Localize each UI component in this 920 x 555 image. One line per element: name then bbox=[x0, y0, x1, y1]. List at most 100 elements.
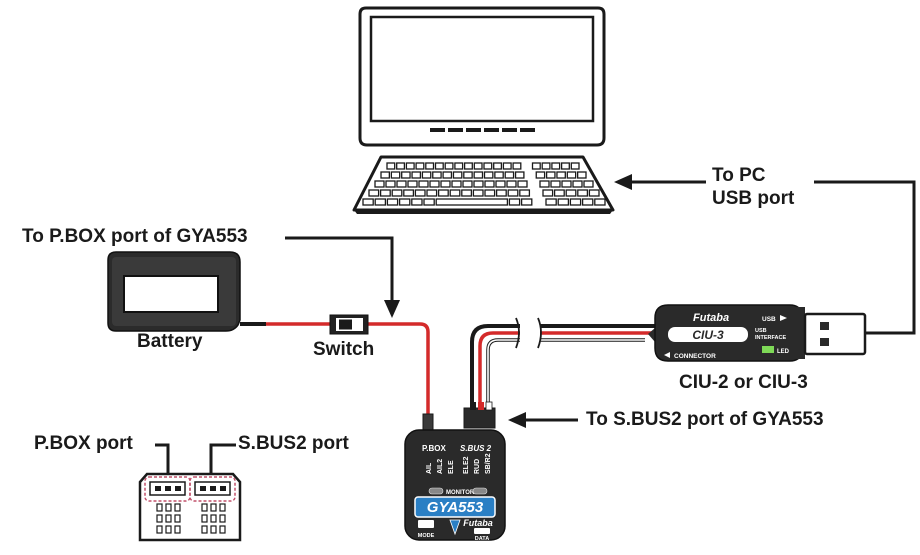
gya-monitor-label: MONITOR bbox=[446, 490, 475, 496]
keyboard-key bbox=[414, 189, 426, 197]
keyboard-key bbox=[434, 162, 444, 170]
ciu-cable bbox=[463, 317, 660, 429]
keyboard-key bbox=[551, 162, 561, 170]
port-pin bbox=[155, 486, 161, 491]
port-hole bbox=[219, 525, 226, 534]
to-pbox-label: To P.BOX port of GYA553 bbox=[22, 226, 248, 247]
keyboard-key bbox=[411, 198, 423, 206]
port-pin bbox=[165, 486, 171, 491]
keyboard-key bbox=[379, 189, 391, 197]
keyboard-key bbox=[545, 198, 557, 206]
keyboard-key bbox=[403, 189, 415, 197]
monitor-buttons bbox=[430, 128, 535, 132]
port-pin bbox=[200, 486, 206, 491]
keyboard-key bbox=[512, 162, 522, 170]
gya-port-pbox: P.BOX bbox=[422, 444, 447, 453]
keyboard-key bbox=[380, 171, 391, 179]
port-pin bbox=[175, 486, 181, 491]
keyboard-keys bbox=[362, 162, 606, 206]
port-hole bbox=[201, 503, 208, 512]
keyboard-key bbox=[588, 189, 600, 197]
keyboard-key bbox=[504, 171, 515, 179]
keyboard-key bbox=[396, 162, 406, 170]
ciu-connector-label: CONNECTOR bbox=[674, 353, 716, 360]
port-pin bbox=[220, 486, 226, 491]
keyboard-key bbox=[405, 162, 415, 170]
data-button bbox=[474, 528, 490, 534]
usb-cable bbox=[814, 180, 916, 335]
keyboard-key bbox=[391, 189, 403, 197]
keyboard-key bbox=[429, 180, 440, 188]
battery-wire bbox=[240, 322, 434, 432]
keyboard-key bbox=[581, 198, 594, 206]
gya-model: GYA553 bbox=[427, 499, 484, 516]
keyboard-key bbox=[495, 180, 506, 188]
keyboard-key bbox=[494, 171, 504, 179]
keyboard-key bbox=[473, 180, 484, 188]
to-sbus2-label: To S.BUS2 port of GYA553 bbox=[586, 409, 824, 430]
keyboard-key bbox=[362, 198, 374, 206]
gya-channel: RUD bbox=[474, 459, 481, 474]
keyboard-key bbox=[506, 180, 517, 188]
keyboard-key bbox=[502, 162, 512, 170]
port-hole bbox=[210, 514, 217, 523]
keyboard-key bbox=[386, 198, 399, 206]
port-hole bbox=[201, 525, 208, 534]
keyboard-key bbox=[411, 171, 422, 179]
keyboard-key bbox=[432, 171, 442, 179]
ciu-led-label: LED bbox=[777, 349, 790, 355]
keyboard-key bbox=[484, 189, 496, 197]
keyboard-key bbox=[444, 162, 454, 170]
keyboard-key bbox=[577, 189, 589, 197]
gya-port-sbus2: S.BUS 2 bbox=[460, 444, 492, 453]
led-indicator bbox=[762, 346, 774, 353]
keyboard-key bbox=[442, 171, 453, 179]
ciu-device: Futaba CIU-3 USB USB INTERFACE CONNECTOR… bbox=[648, 304, 867, 362]
keyboard-key bbox=[407, 180, 418, 188]
port-hole bbox=[156, 514, 163, 523]
arrow-to-sbus2 bbox=[508, 412, 578, 428]
keyboard-key bbox=[565, 189, 577, 197]
keyboard-key bbox=[535, 171, 546, 179]
keyboard-key bbox=[495, 189, 507, 197]
keyboard-key bbox=[368, 189, 380, 197]
keyboard-key bbox=[484, 180, 495, 188]
keyboard-key bbox=[462, 180, 473, 188]
keyboard-key bbox=[520, 198, 533, 206]
port-hole bbox=[165, 503, 172, 512]
mode-button bbox=[418, 520, 434, 528]
ciu-brand: Futaba bbox=[693, 312, 729, 324]
port-hole bbox=[210, 503, 217, 512]
keyboard-key bbox=[542, 189, 554, 197]
sbus2-port-label: S.BUS2 port bbox=[238, 433, 349, 454]
port-hole bbox=[165, 514, 172, 523]
keyboard-key bbox=[583, 180, 594, 188]
keyboard-key bbox=[426, 189, 438, 197]
keyboard-key bbox=[531, 162, 541, 170]
keyboard-key bbox=[473, 162, 483, 170]
keyboard-key bbox=[569, 198, 582, 206]
port-pins bbox=[155, 486, 226, 534]
switch-label: Switch bbox=[313, 339, 375, 360]
port-hole bbox=[174, 525, 181, 534]
gya-channel: SB/R2 bbox=[485, 453, 492, 474]
keyboard-key bbox=[425, 162, 435, 170]
battery bbox=[107, 251, 241, 332]
keyboard-key bbox=[473, 171, 484, 179]
ciu-usb-label: USB bbox=[762, 316, 776, 323]
keyboard-key bbox=[463, 162, 473, 170]
port-hole bbox=[219, 503, 226, 512]
keyboard-key bbox=[415, 162, 425, 170]
keyboard-key bbox=[539, 180, 550, 188]
ciu-model: CIU-3 bbox=[692, 328, 724, 342]
keyboard-key bbox=[421, 171, 432, 179]
to-pc-line1: To PC bbox=[712, 165, 766, 186]
keyboard-key bbox=[553, 189, 565, 197]
keyboard-key bbox=[472, 189, 484, 197]
port-pin bbox=[210, 486, 216, 491]
keyboard-key bbox=[550, 180, 561, 188]
keyboard-key bbox=[507, 189, 519, 197]
gya-channel: ELE bbox=[448, 460, 455, 474]
keyboard-key bbox=[483, 171, 494, 179]
